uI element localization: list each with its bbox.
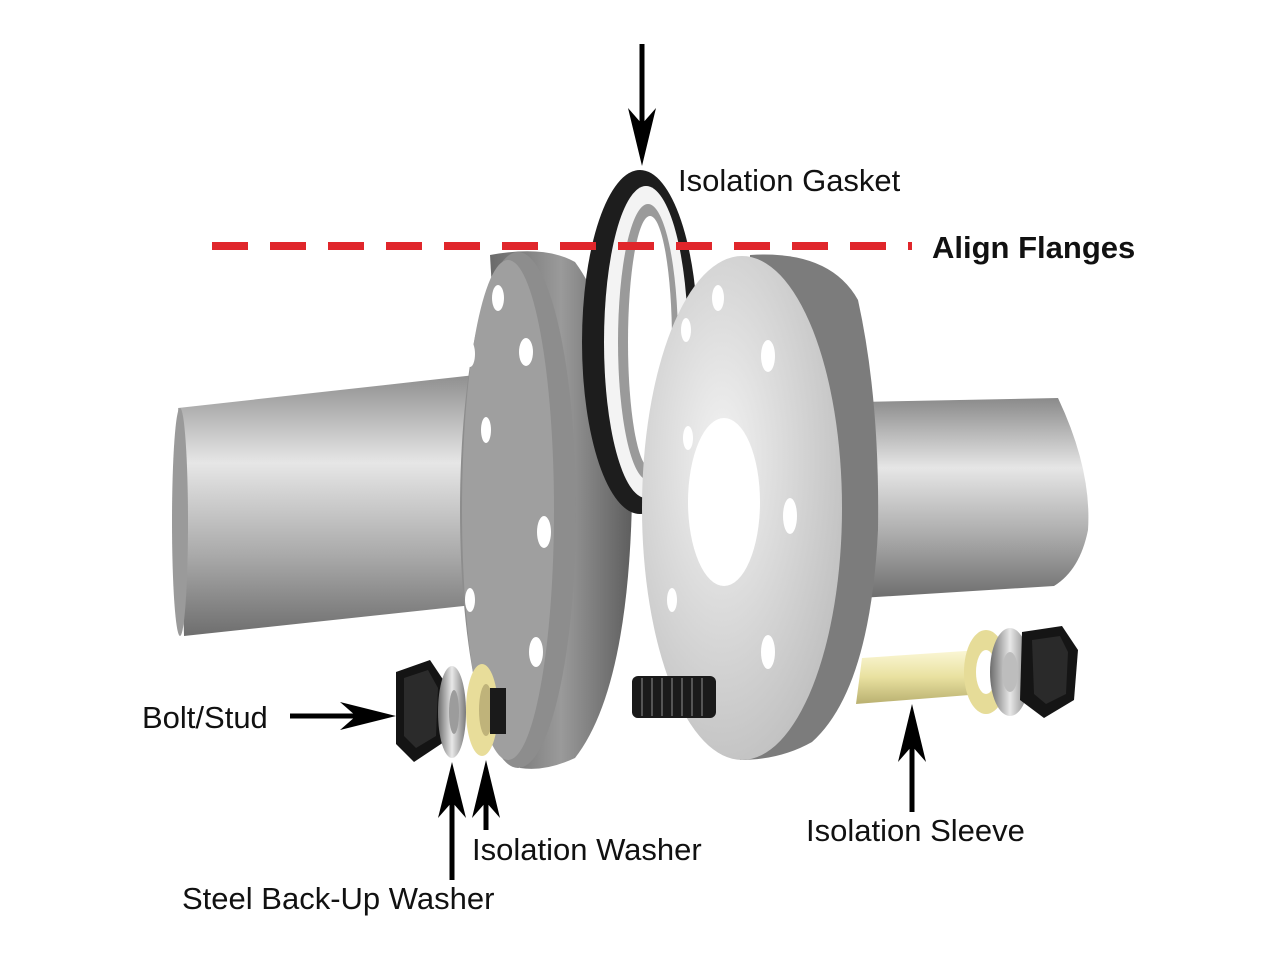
label-isolation-gasket: Isolation Gasket [678, 163, 901, 198]
isolation-sleeve [856, 650, 982, 704]
label-isolation-washer: Isolation Washer [472, 832, 702, 867]
right-washer-stack [964, 628, 1030, 716]
left-flange-bolt-holes [465, 285, 551, 667]
arrow-bolt-stud [290, 702, 396, 730]
right-flange-bolt-holes [667, 285, 797, 669]
isolation-washer [466, 664, 506, 756]
right-pipe [860, 398, 1089, 598]
threaded-stud [632, 676, 716, 718]
arrow-isolation-washer [472, 760, 500, 830]
steel-back-up-washer [438, 666, 466, 758]
label-align-flanges: Align Flanges [932, 230, 1136, 265]
right-flange [642, 254, 879, 760]
arrow-isolation-gasket [628, 44, 656, 166]
left-nut [396, 660, 446, 762]
arrow-steel-back-up-washer [438, 762, 466, 880]
right-nut [1020, 626, 1078, 718]
label-isolation-sleeve: Isolation Sleeve [806, 813, 1025, 848]
label-bolt-stud: Bolt/Stud [142, 700, 268, 735]
label-steel-back-up-washer: Steel Back-Up Washer [182, 881, 495, 916]
left-pipe [172, 370, 520, 636]
arrow-isolation-sleeve [898, 704, 926, 812]
